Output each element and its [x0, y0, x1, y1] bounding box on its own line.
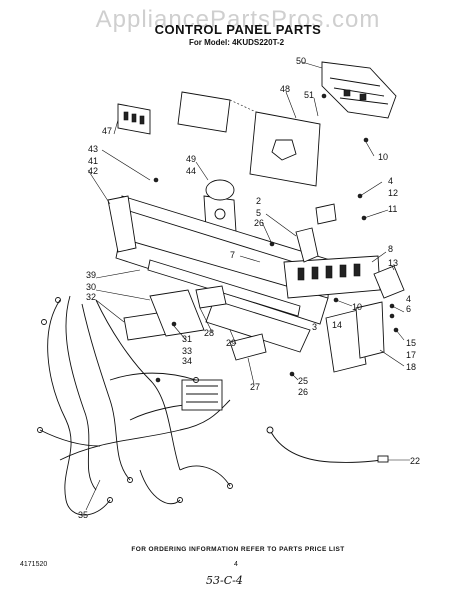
callout-label: 26: [254, 218, 264, 228]
callout-label: 41: [88, 156, 98, 166]
callout-label: 42: [88, 166, 98, 176]
model-number: For Model: 4KUDS220T-2: [189, 38, 285, 47]
callout-label: 50: [296, 56, 306, 66]
callout-label: 15: [406, 338, 416, 348]
callout-label: 11: [388, 204, 397, 214]
part-32-button: [123, 285, 227, 341]
part-50-control-housing: [321, 61, 397, 119]
callout-label: 6: [406, 304, 411, 314]
callout-label: 27: [250, 382, 260, 392]
callout-label: 4: [406, 294, 411, 304]
callout-label: 10: [378, 152, 388, 162]
callout-label: 12: [388, 188, 398, 198]
part-42-end-cap-left: [107, 195, 137, 253]
callout-label: 13: [388, 258, 398, 268]
part-22-sensor-wire: [266, 426, 389, 463]
callout-label: 18: [406, 362, 416, 372]
callout-label: 31: [182, 334, 192, 344]
watermark: AppliancePartsPros.com: [95, 6, 381, 33]
callout-label: 10: [352, 302, 362, 312]
part-27-lens: [229, 333, 267, 361]
callout-label: 22: [410, 456, 420, 466]
part-35-wire-harness: [37, 295, 233, 516]
page-number: 4: [234, 561, 238, 568]
callout-label: 28: [204, 328, 214, 338]
callout-label: 14: [332, 320, 342, 330]
screws: [153, 93, 399, 383]
callout-label: 39: [86, 270, 96, 280]
callout-label: 47: [102, 126, 112, 136]
callout-label: 32: [86, 292, 96, 302]
callout-label: 35: [78, 510, 88, 520]
callout-label: 26: [298, 387, 308, 397]
part-48-circuit-board: [177, 91, 321, 187]
callout-label: 51: [304, 90, 314, 100]
callout-label: 48: [280, 84, 290, 94]
document-number: 4171520: [20, 561, 48, 568]
callout-label: 34: [182, 356, 192, 366]
callout-label: 29: [226, 338, 236, 348]
callout-label: 49: [186, 154, 196, 164]
callout-label: 5: [256, 208, 261, 218]
ordering-note: FOR ORDERING INFORMATION REFER TO PARTS …: [131, 546, 345, 553]
part-2-bracket: [295, 203, 337, 263]
callout-label: 25: [298, 376, 308, 386]
callout-label: 44: [186, 166, 196, 176]
callout-label: 7: [230, 250, 235, 260]
callout-label: 33: [182, 346, 192, 356]
callout-label: 43: [88, 144, 98, 154]
handwritten-note: 53-C-4: [206, 574, 243, 587]
part-18-end-cap-right: [325, 301, 385, 373]
callout-label: 17: [406, 350, 416, 360]
callout-label: 4: [388, 176, 393, 186]
callout-label: 3: [312, 322, 317, 332]
callout-label: 2: [256, 196, 261, 206]
callout-label: 30: [86, 282, 96, 292]
callout-label: 8: [388, 244, 393, 254]
part-8-switch-assembly: [283, 255, 405, 299]
leader-lines: [85, 61, 410, 511]
diagram-title: CONTROL PANEL PARTS: [154, 22, 322, 37]
